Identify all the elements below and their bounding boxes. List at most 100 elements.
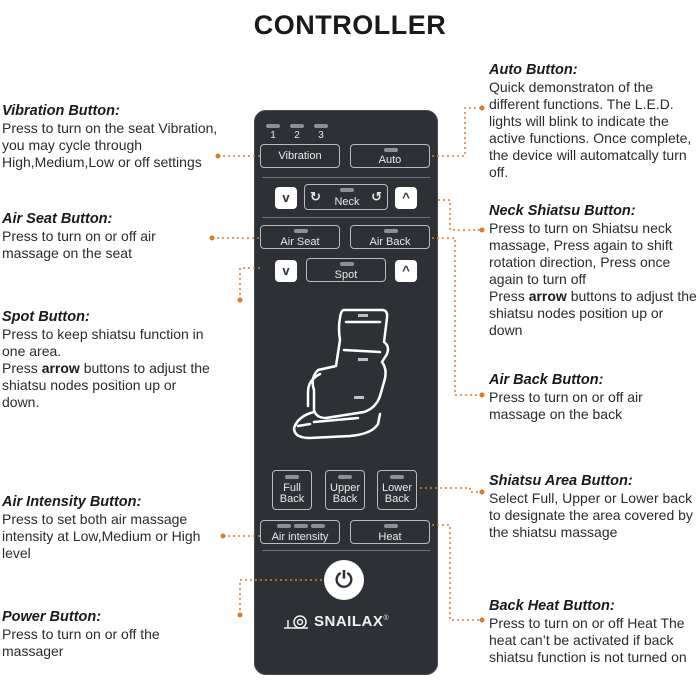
callout-auto: Auto Button: Quick demonstraton of the d… xyxy=(489,62,699,181)
rotate-icon: ↻ xyxy=(310,189,321,204)
chevron-down-icon: v xyxy=(282,190,290,205)
page-title: CONTROLLER xyxy=(253,10,447,40)
chevron-up-icon: ^ xyxy=(402,263,410,278)
auto-button[interactable]: Auto xyxy=(350,144,430,168)
full-back-button[interactable]: Full Back xyxy=(272,470,312,510)
level-led-1 xyxy=(266,124,280,128)
lower-back-led xyxy=(390,475,404,479)
neck-button-label: Neck xyxy=(334,196,360,208)
callout-title: Back Heat Button: xyxy=(489,598,615,614)
air-back-button-label: Air Back xyxy=(369,236,411,248)
level-label-1: 1 xyxy=(270,130,276,141)
remote-controller: 1 2 3 Vibration Auto v ↻ Neck ↺ ^ Air Se… xyxy=(254,110,438,675)
power-icon: ⏻ xyxy=(335,567,353,592)
level-led-2 xyxy=(290,124,304,128)
callout-title: Shiatsu Area Button: xyxy=(489,473,633,489)
full-back-label-2: Back xyxy=(279,493,305,505)
upper-back-led xyxy=(338,475,352,479)
vibration-button-label: Vibration xyxy=(278,150,322,162)
callout-title: Auto Button: xyxy=(489,62,578,78)
callout-desc: Press to turn on Shiatsu neck massage, P… xyxy=(489,220,699,339)
air-seat-button[interactable]: Air Seat xyxy=(260,225,340,249)
divider xyxy=(262,217,430,218)
callout-desc: Press to turn on or off the massager xyxy=(2,626,160,659)
callout-shiatsu-area: Shiatsu Area Button: Select Full, Upper … xyxy=(489,473,699,541)
desc-bold: arrow xyxy=(41,360,80,376)
upper-back-button[interactable]: Upper Back xyxy=(325,470,365,510)
spot-led xyxy=(340,262,354,266)
callout-air-seat: Air Seat Button: Press to turn on or off… xyxy=(2,211,202,262)
desc-text: Press xyxy=(489,288,529,304)
callout-neck: Neck Shiatsu Button: Press to turn on Sh… xyxy=(489,203,699,339)
air-back-button[interactable]: Air Back xyxy=(350,225,430,249)
callout-desc: Press to turn on or off air massage on t… xyxy=(2,228,156,261)
air-intensity-button-label: Air intensity xyxy=(271,531,329,543)
auto-button-label: Auto xyxy=(378,154,402,166)
air-intensity-button[interactable]: Air intensity xyxy=(260,520,340,544)
snail-logo-icon xyxy=(284,615,308,629)
divider xyxy=(262,177,430,178)
desc-text: buttons to adjust the shiatsu nodes posi… xyxy=(489,288,697,338)
callout-title: Air Intensity Button: xyxy=(2,494,142,510)
callout-air-intensity: Air Intensity Button: Press to set both … xyxy=(2,494,217,562)
neck-down-button[interactable]: v xyxy=(275,187,297,209)
callout-title: Spot Button: xyxy=(2,309,90,325)
spot-button-label: Spot xyxy=(334,269,358,281)
callout-desc: Press to set both air massage intensity … xyxy=(2,511,201,561)
callout-spot: Spot Button: Press to keep shiatsu funct… xyxy=(2,309,217,411)
desc-bold: arrow xyxy=(528,288,567,304)
full-back-label-1: Full xyxy=(283,482,301,494)
air-seat-led xyxy=(294,229,308,233)
callout-air-back: Air Back Button: Press to turn on or off… xyxy=(489,372,689,423)
level-led-3 xyxy=(314,124,328,128)
neck-button[interactable]: ↻ Neck ↺ xyxy=(304,184,388,210)
power-button[interactable]: ⏻ xyxy=(324,560,364,600)
air-intensity-led-3 xyxy=(311,524,325,528)
callout-title: Power Button: xyxy=(2,609,102,625)
callout-desc: Press to turn on the seat Vibration, you… xyxy=(2,120,218,170)
vibration-button[interactable]: Vibration xyxy=(260,144,340,168)
callout-title: Air Back Button: xyxy=(489,372,604,388)
rotate-icon: ↺ xyxy=(371,189,382,204)
level-label-3: 3 xyxy=(318,130,324,141)
lower-back-button[interactable]: Lower Back xyxy=(377,470,417,510)
desc-text: Press xyxy=(2,360,42,376)
upper-back-label-2: Back xyxy=(332,493,358,505)
callout-vibration: Vibration Button: Press to turn on the s… xyxy=(2,103,222,171)
air-seat-button-label: Air Seat xyxy=(280,236,320,248)
heat-button-label: Heat xyxy=(378,531,402,543)
spot-up-button[interactable]: ^ xyxy=(395,260,417,282)
spot-button[interactable]: Spot xyxy=(306,258,386,282)
air-intensity-led-2 xyxy=(294,524,308,528)
callout-title: Vibration Button: xyxy=(2,103,120,119)
registered-mark: ® xyxy=(383,615,390,622)
massage-chair-icon xyxy=(292,308,390,440)
brand-name: SNAILAX xyxy=(314,613,384,630)
desc-line: Press to keep shiatsu function in one ar… xyxy=(2,326,204,359)
heat-button[interactable]: Heat xyxy=(350,520,430,544)
lower-back-label-2: Back xyxy=(384,493,410,505)
desc-line: Press to turn on Shiatsu neck massage, P… xyxy=(489,220,673,287)
heat-led xyxy=(384,524,398,528)
callout-title: Air Seat Button: xyxy=(2,211,113,227)
upper-back-label-1: Upper xyxy=(330,482,360,494)
callout-title: Neck Shiatsu Button: xyxy=(489,203,636,219)
desc-text: buttons to adjust the shiatsu nodes posi… xyxy=(2,360,210,410)
chevron-up-icon: ^ xyxy=(402,190,410,205)
callout-desc: Press to keep shiatsu function in one ar… xyxy=(2,326,217,411)
lower-back-label-1: Lower xyxy=(382,482,412,494)
chevron-down-icon: v xyxy=(282,263,290,278)
level-label-2: 2 xyxy=(294,130,300,141)
spot-down-button[interactable]: v xyxy=(275,260,297,282)
auto-led xyxy=(384,148,398,152)
neck-up-button[interactable]: ^ xyxy=(395,187,417,209)
divider xyxy=(262,550,430,551)
air-intensity-led-1 xyxy=(277,524,291,528)
callout-power: Power Button: Press to turn on or off th… xyxy=(2,609,202,660)
neck-led xyxy=(340,188,354,192)
callout-desc: Select Full, Upper or Lower back to desi… xyxy=(489,490,693,540)
callout-desc: Press to turn on or off Heat The heat ca… xyxy=(489,615,687,665)
full-back-led xyxy=(285,475,299,479)
callout-desc: Quick demonstraton of the different func… xyxy=(489,79,692,180)
